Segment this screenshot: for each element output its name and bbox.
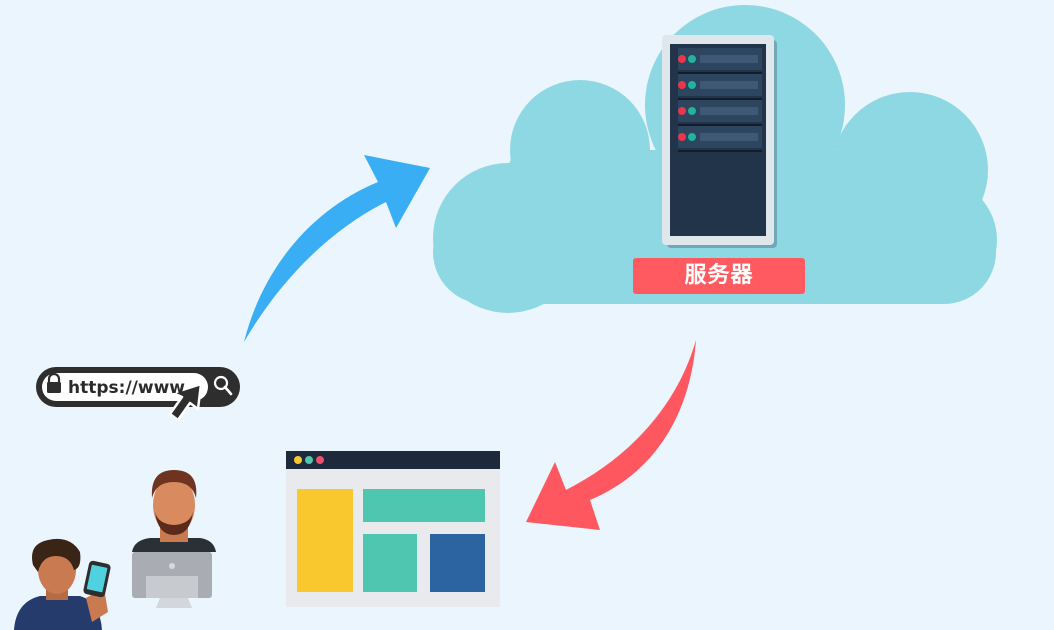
status-light-red	[678, 107, 686, 115]
browser-window	[286, 451, 500, 607]
server-slot	[678, 48, 762, 74]
content-block-right	[430, 534, 485, 592]
status-light-red	[678, 81, 686, 89]
desktop-monitor-icon	[132, 552, 212, 608]
content-block-left	[363, 534, 417, 592]
content-block-header	[363, 489, 485, 522]
server-label: 服务器	[684, 263, 754, 288]
window-dot-teal	[305, 456, 313, 464]
request-arrow	[244, 155, 430, 342]
person-with-phone	[14, 538, 111, 630]
window-dot-pink	[316, 456, 324, 464]
server-slot	[678, 74, 762, 100]
content-block-sidebar	[297, 489, 353, 592]
status-light-teal	[688, 133, 696, 141]
server-slot	[678, 100, 762, 126]
cursor-arrow-icon	[168, 382, 203, 422]
url-bar	[36, 367, 240, 422]
status-light-red	[678, 55, 686, 63]
smartphone-icon	[83, 560, 111, 598]
window-dot-yellow	[294, 456, 302, 464]
browser-title-bar	[286, 451, 500, 469]
server-slot	[678, 126, 762, 152]
status-light-teal	[688, 55, 696, 63]
status-light-red	[678, 133, 686, 141]
search-icon	[213, 375, 233, 396]
url-bar-text: https://www	[68, 378, 185, 398]
server-label-badge	[633, 258, 805, 294]
lock-icon	[47, 372, 61, 393]
status-light-teal	[688, 81, 696, 89]
status-light-teal	[688, 107, 696, 115]
response-arrow	[526, 340, 696, 530]
person-at-computer	[132, 470, 216, 608]
server-rack-icon	[662, 35, 777, 248]
